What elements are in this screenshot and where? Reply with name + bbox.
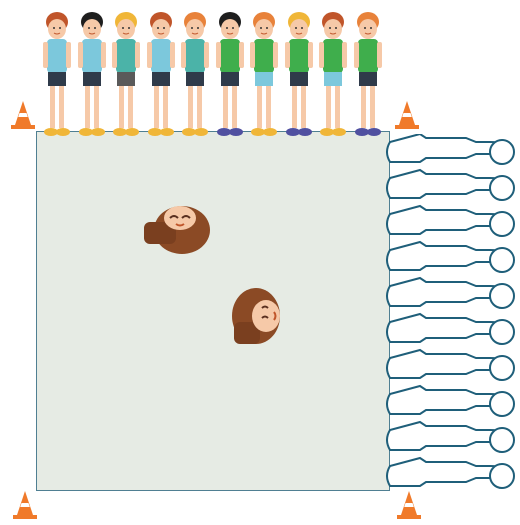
- lying-figure-outline: [386, 312, 515, 345]
- cone-icon-bottom-right: [397, 491, 421, 519]
- lying-figure-outline: [386, 204, 515, 237]
- standing-kid: [77, 12, 106, 136]
- lying-figure-outline: [386, 168, 515, 201]
- tumbling-kid-upper: [144, 206, 210, 254]
- cone-icon-top-right: [395, 101, 419, 129]
- standing-kid: [353, 12, 382, 136]
- standing-kid: [112, 12, 140, 136]
- lying-figure-outline: [386, 456, 515, 489]
- lying-figure-outline: [386, 276, 515, 309]
- standing-kid: [181, 12, 209, 136]
- standing-kid: [319, 12, 347, 136]
- play-field: [36, 131, 390, 491]
- standing-kid: [215, 12, 244, 136]
- lying-figure-outline: [386, 420, 515, 453]
- standing-kid: [284, 12, 313, 136]
- lying-figure-outline: [386, 384, 515, 417]
- standing-kid: [43, 12, 71, 136]
- lying-figure-outline: [386, 348, 515, 381]
- standing-kid: [250, 12, 278, 136]
- tumbling-kid-lower: [232, 288, 280, 344]
- lying-figure-outline: [386, 134, 515, 165]
- standing-kid: [146, 12, 175, 136]
- cone-icon-top-left: [11, 101, 35, 129]
- cone-icon-bottom-left: [13, 491, 37, 519]
- lying-outlines-column: [386, 134, 515, 489]
- lying-figure-outline: [386, 240, 515, 273]
